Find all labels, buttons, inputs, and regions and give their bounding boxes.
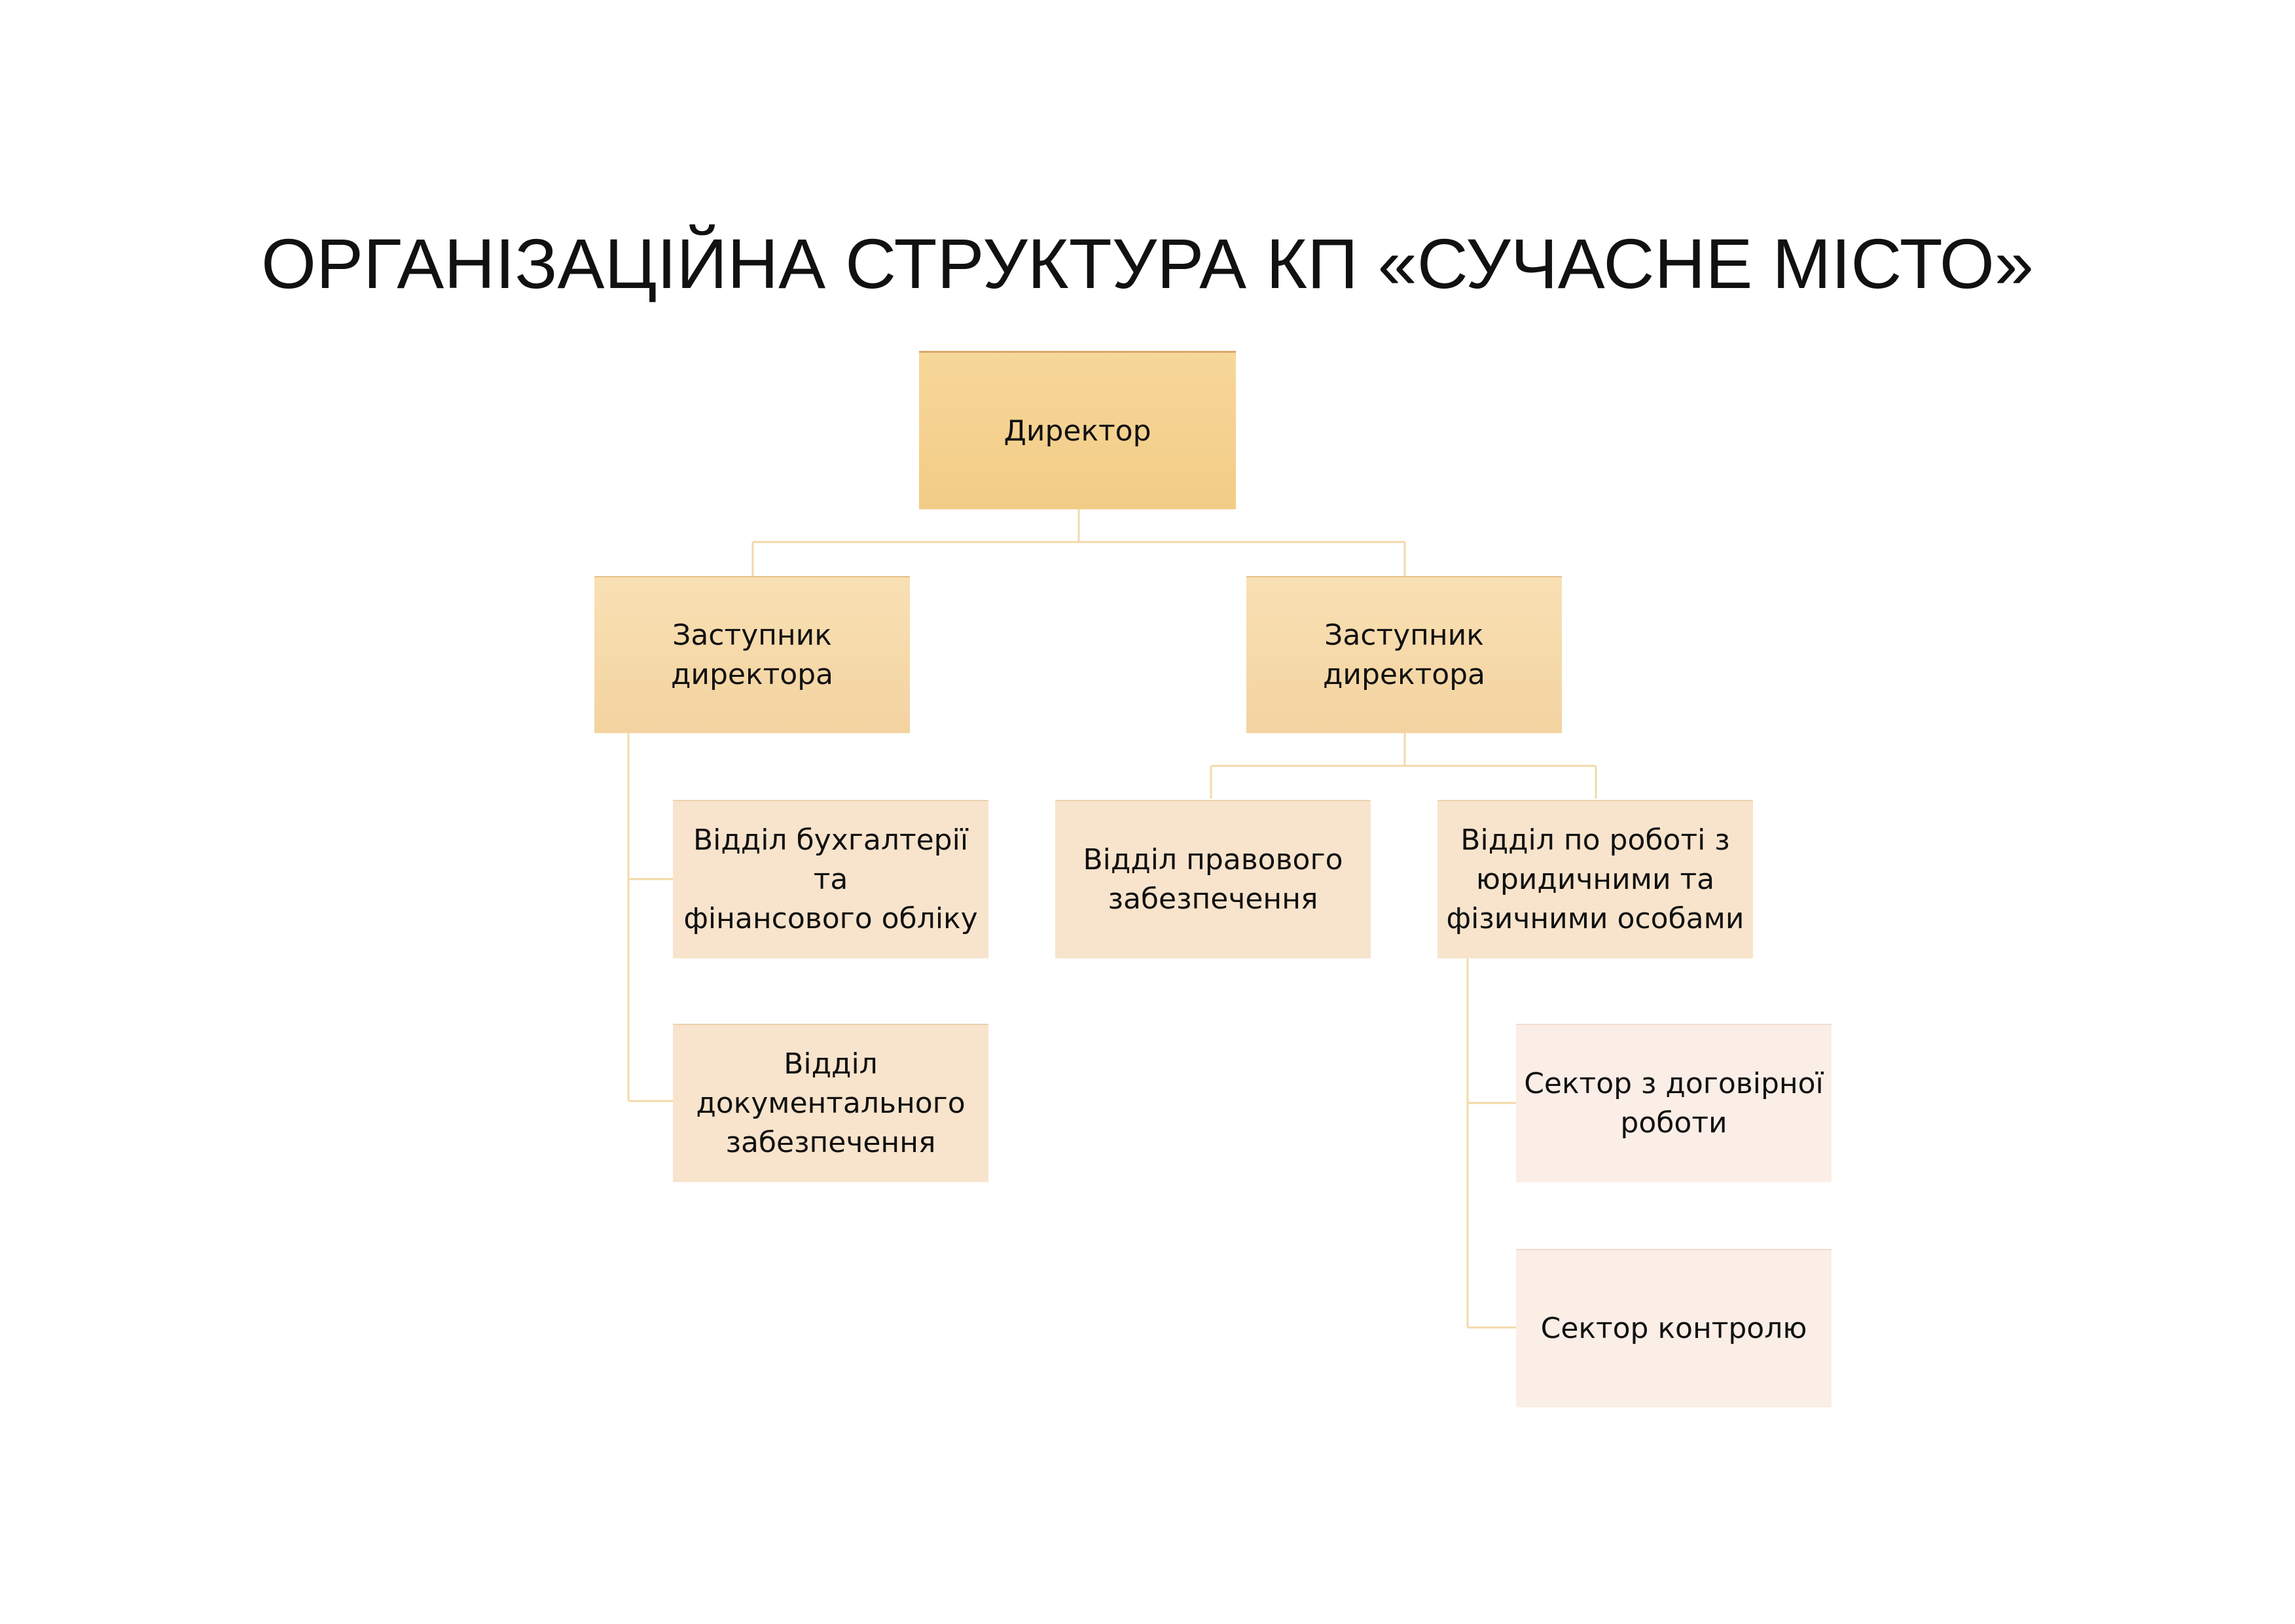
control-sector-box: Сектор контролю — [1516, 1249, 1832, 1407]
connector-right-deputy-departments — [1210, 733, 1597, 799]
contract-work-sector-box: Сектор з договірної роботи — [1516, 1024, 1832, 1182]
document-support-department-box: Відділ документального забезпечення — [673, 1024, 988, 1182]
connector-left-deputy-departments — [627, 733, 673, 1102]
connector-persons-sectors — [1466, 958, 1516, 1329]
accounting-department-box: Відділ бухгалтерії та фінансового обліку — [673, 800, 988, 958]
deputy-director-right-box: Заступник директора — [1246, 576, 1562, 733]
director-box: Директор — [919, 351, 1236, 509]
connector-director-deputies — [751, 509, 1406, 576]
page-title: ОРГАНІЗАЦІЙНА СТРУКТУРА КП «СУЧАСНЕ МІСТ… — [261, 224, 2034, 303]
legal-support-department-box: Відділ правового забезпечення — [1055, 800, 1371, 958]
deputy-director-left-box: Заступник директора — [594, 576, 910, 733]
legal-and-individuals-department-box: Відділ по роботі з юридичними та фізични… — [1437, 800, 1753, 958]
